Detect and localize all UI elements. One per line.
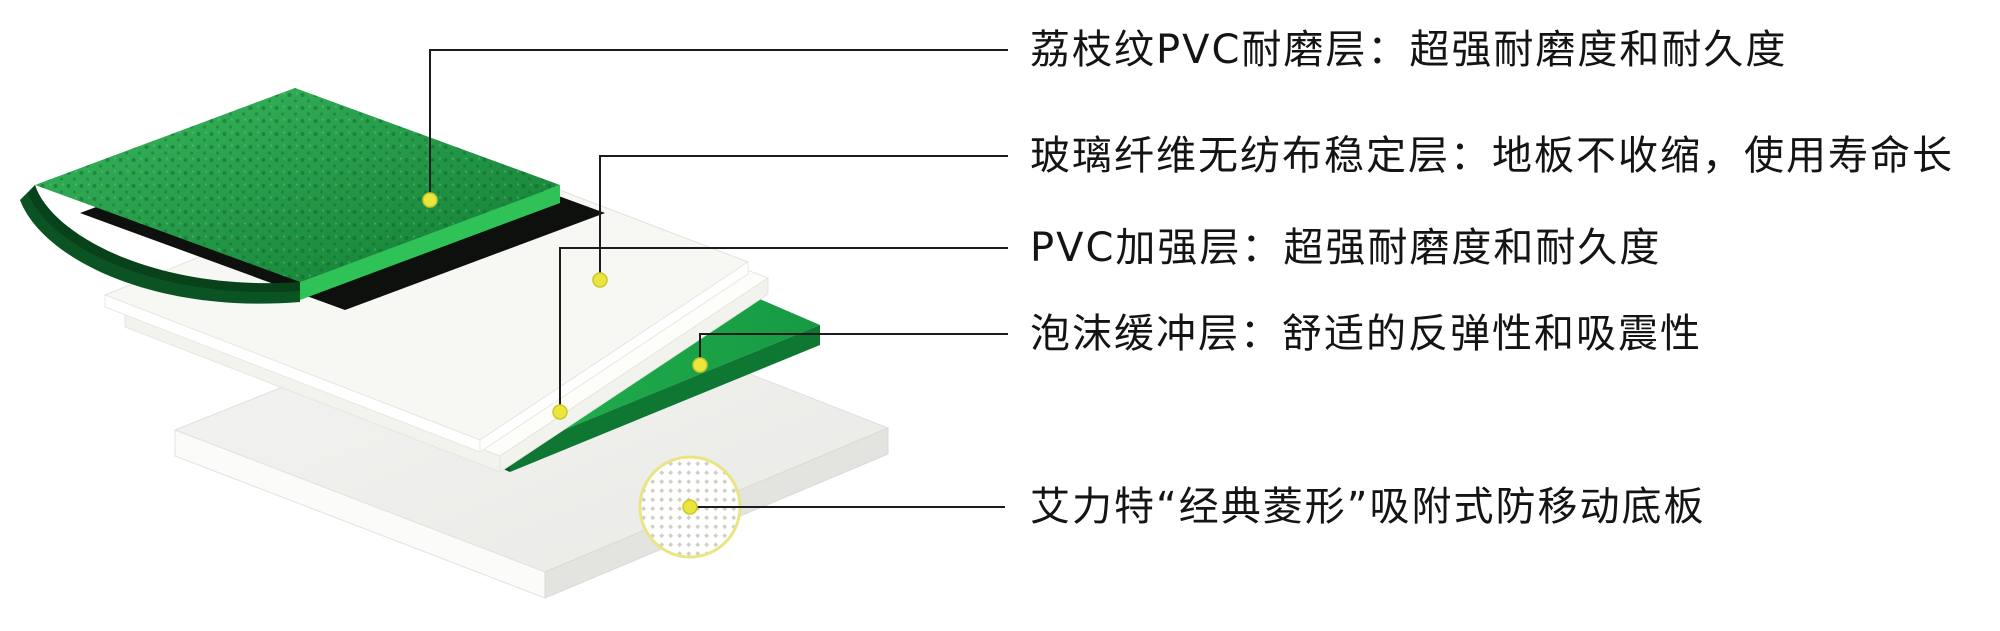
- marker-dot-pvc: [552, 404, 568, 420]
- layer-pvc-wear: [20, 88, 560, 304]
- leader-line-foam: [699, 333, 1008, 365]
- marker-dot-base: [682, 499, 698, 515]
- leader-line-pvc: [559, 247, 1008, 412]
- callout-label-fiberglass: 玻璃纤维无纺布稳定层：地板不收缩，使用寿命长: [1030, 133, 1954, 179]
- marker-dot-wear: [422, 192, 438, 208]
- marker-dot-foam: [692, 357, 708, 373]
- callout-label-base: 艾力特“经典菱形”吸附式防移动底板: [1030, 484, 1706, 530]
- layer-fiberglass-stabilizer: [103, 151, 750, 453]
- callout-label-foam: 泡沫缓冲层：舒适的反弹性和吸震性: [1030, 311, 1702, 357]
- callout-label-wear: 荔枝纹PVC耐磨层：超强耐磨度和耐久度: [1030, 27, 1788, 73]
- marker-dot-fiberglass: [592, 272, 608, 288]
- callout-label-pvc: PVC加强层：超强耐磨度和耐久度: [1030, 225, 1662, 271]
- fiberglass-front-right-face: [479, 261, 749, 453]
- pvc-front-right-face: [499, 277, 769, 473]
- leader-line-wear: [429, 49, 1008, 200]
- foam-front-right-face: [510, 325, 820, 472]
- wear-curl-fold-shadow: [28, 185, 300, 293]
- leader-lines: [429, 49, 1008, 508]
- wear-lychee-texture: [35, 88, 560, 282]
- marker-dots: [422, 192, 708, 515]
- leader-line-fiberglass: [599, 155, 1008, 280]
- wear-front-edge: [300, 185, 560, 300]
